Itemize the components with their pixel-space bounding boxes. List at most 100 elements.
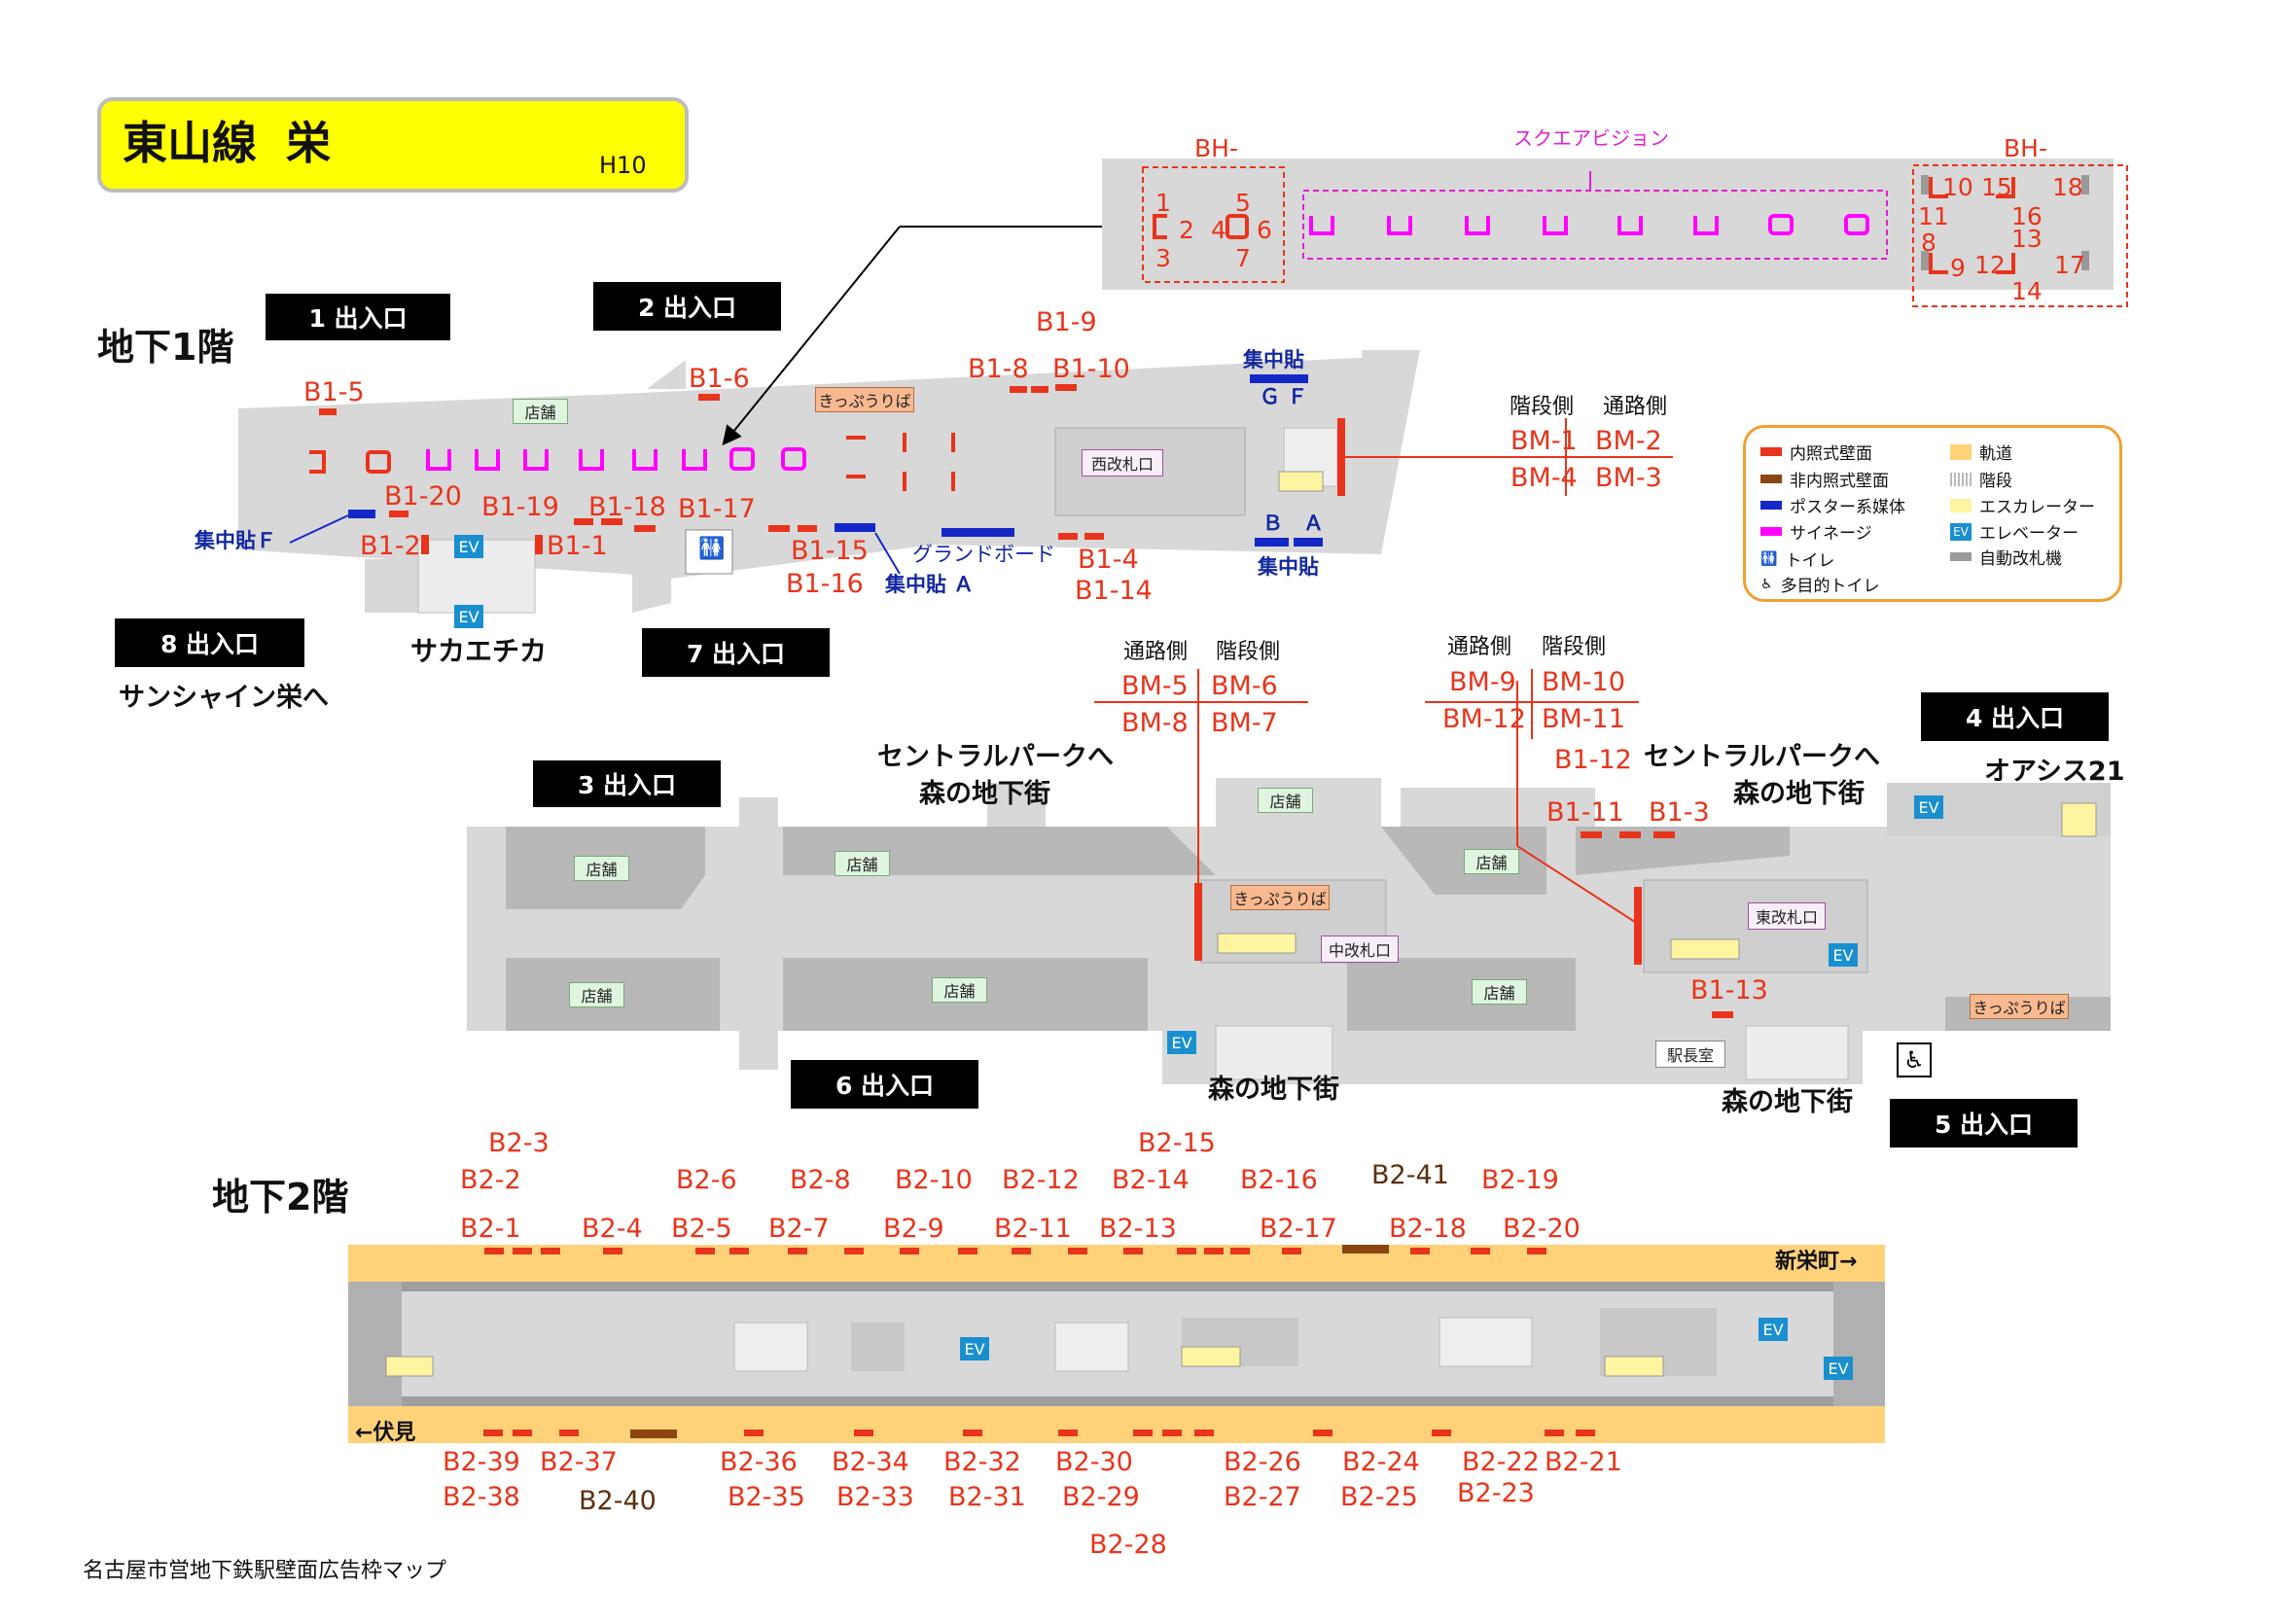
label-b1-10: B1-10 [1052, 354, 1130, 384]
label-bm-4: BM-4 [1510, 463, 1578, 493]
label-b1-5: B1-5 [303, 377, 365, 407]
place-central-park-2: セントラルパークへ [1644, 742, 1880, 772]
ev-icon[interactable]: EV [1829, 943, 1858, 967]
label-b2-39: B2-39 [443, 1447, 520, 1477]
accessible-toilet-icon: ♿ [1760, 576, 1773, 592]
poster-label-ba-title: 集中貼 [1258, 555, 1319, 579]
label-b2-17: B2-17 [1260, 1214, 1337, 1244]
bh-7: 7 [1235, 244, 1251, 272]
legend-poster: ポスター系媒体 [1760, 493, 1905, 517]
label-b2-40: B2-40 [579, 1486, 657, 1516]
bh-1: 1 [1155, 189, 1171, 217]
exit-1[interactable]: 1 出入口 [266, 294, 450, 340]
label-b1-3: B1-3 [1649, 797, 1710, 828]
label-bm-8: BM-8 [1121, 708, 1189, 738]
bm2-header-1: 通路側 [1123, 640, 1189, 664]
ticket-b1w: きっぷうりば [815, 387, 914, 412]
legend-signage-swatch [1760, 527, 1782, 536]
toilet-icon: 🚻 [1760, 550, 1778, 567]
ev-icon[interactable]: EV [454, 535, 483, 558]
b1-red-frames [309, 433, 955, 491]
bh-16: 16 [2011, 202, 2043, 230]
b1-wall-stubs [319, 384, 1733, 1018]
label-b1-8: B1-8 [968, 354, 1029, 384]
escalator-b2-west [385, 1356, 434, 1377]
label-bm-3: BM-3 [1595, 463, 1662, 493]
shop-6: 店舗 [932, 977, 987, 1003]
label-b1-20: B1-20 [384, 481, 462, 512]
exit-2[interactable]: 2 出入口 [593, 282, 781, 331]
legend-signage: サイネージ [1760, 519, 1872, 544]
exit-8[interactable]: 8 出入口 [115, 618, 304, 667]
place-mori-2: 森の地下街 [1733, 779, 1865, 809]
label-b2-9: B2-9 [883, 1214, 944, 1244]
escalator-oasis [2061, 802, 2097, 837]
bh-5: 5 [1235, 189, 1251, 217]
shop-4: 店舗 [1464, 849, 1519, 874]
detail-panel [1102, 159, 2114, 290]
ev-icon[interactable]: EV [454, 605, 483, 628]
bh-17: 17 [2054, 251, 2085, 279]
ev-icon[interactable]: EV [1824, 1357, 1853, 1380]
exit-7[interactable]: 7 出入口 [642, 628, 830, 677]
label-b2-12: B2-12 [1002, 1165, 1080, 1195]
poster-label-gf-title: 集中貼 [1243, 348, 1304, 371]
legend-accessible-label: 多目的トイレ [1780, 577, 1880, 596]
legend-poster-label: ポスター系媒体 [1790, 498, 1905, 517]
exit-5[interactable]: 5 出入口 [1890, 1099, 2078, 1147]
bh-8: 8 [1921, 229, 1936, 257]
bm3-header-1: 通路側 [1447, 635, 1512, 659]
label-b2-18: B2-18 [1389, 1214, 1467, 1244]
label-b2-26: B2-26 [1224, 1447, 1301, 1477]
exit-3[interactable]: 3 出入口 [533, 760, 721, 807]
exit-6[interactable]: 6 出入口 [791, 1060, 978, 1109]
legend-poster-swatch [1760, 501, 1782, 510]
ev-icon[interactable]: EV [960, 1337, 989, 1360]
label-bm-9: BM-9 [1449, 667, 1516, 697]
place-central-park-1: セントラルパークへ [877, 742, 1114, 772]
ev-icon[interactable]: EV [1167, 1031, 1196, 1054]
poster-label-ba: Ｂ Ａ [1262, 512, 1324, 535]
legend-elevator-label: エレベーター [1979, 524, 2079, 544]
detail-signage [1309, 214, 1869, 235]
legend-stairs-label: 階段 [1979, 472, 2012, 491]
legend-toilet-label: トイレ [1785, 551, 1835, 571]
legend-signage-label: サイネージ [1790, 524, 1872, 544]
bm-wall-central [1194, 883, 1202, 961]
label-b2-7: B2-7 [768, 1214, 830, 1244]
bh-6: 6 [1257, 216, 1272, 244]
label-b2-34: B2-34 [832, 1447, 909, 1477]
label-b2-21: B2-21 [1545, 1447, 1622, 1477]
escalator-b2-east [1604, 1356, 1664, 1377]
label-b1-6: B1-6 [689, 364, 750, 394]
shop-b1w: 店舗 [513, 399, 568, 424]
legend-toilet: 🚻 トイレ [1760, 547, 1835, 572]
shop-1: 店舗 [1258, 788, 1313, 813]
b1-east-stairs [1745, 1025, 1849, 1080]
label-b2-25: B2-25 [1340, 1482, 1418, 1512]
legend-lit-wall: 内照式壁面 [1760, 440, 1872, 464]
legend-stairs-swatch [1950, 472, 1972, 486]
label-bm-2: BM-2 [1595, 426, 1662, 456]
square-vision-label: スクエアビジョン [1513, 126, 1669, 150]
label-b1-16: B1-16 [786, 569, 864, 599]
legend-unlit-label: 非内照式壁面 [1790, 472, 1889, 491]
label-b1-15: B1-15 [791, 536, 869, 566]
bm-wall-east [1634, 887, 1642, 965]
label-b1-19: B1-19 [481, 492, 559, 522]
legend-gate-label: 自動改札機 [1979, 549, 2062, 569]
ev-icon[interactable]: EV [1759, 1318, 1788, 1341]
legend-track-label: 軌道 [1979, 444, 2012, 464]
ev-icon[interactable]: EV [1914, 795, 1943, 819]
exit-4[interactable]: 4 出入口 [1921, 692, 2109, 741]
label-b1-2: B1-2 [360, 531, 421, 561]
label-b2-24: B2-24 [1342, 1447, 1420, 1477]
bh-left-label: BH- [1194, 134, 1238, 162]
shop-5: 店舗 [569, 982, 624, 1007]
bh-2: 2 [1179, 216, 1194, 244]
direction-fushimi: ←伏見 [355, 1421, 416, 1445]
station-code: H10 [599, 152, 647, 179]
label-b2-10: B2-10 [895, 1165, 973, 1195]
label-b2-29: B2-29 [1062, 1482, 1140, 1512]
legend-stairs: 階段 [1950, 467, 2012, 491]
